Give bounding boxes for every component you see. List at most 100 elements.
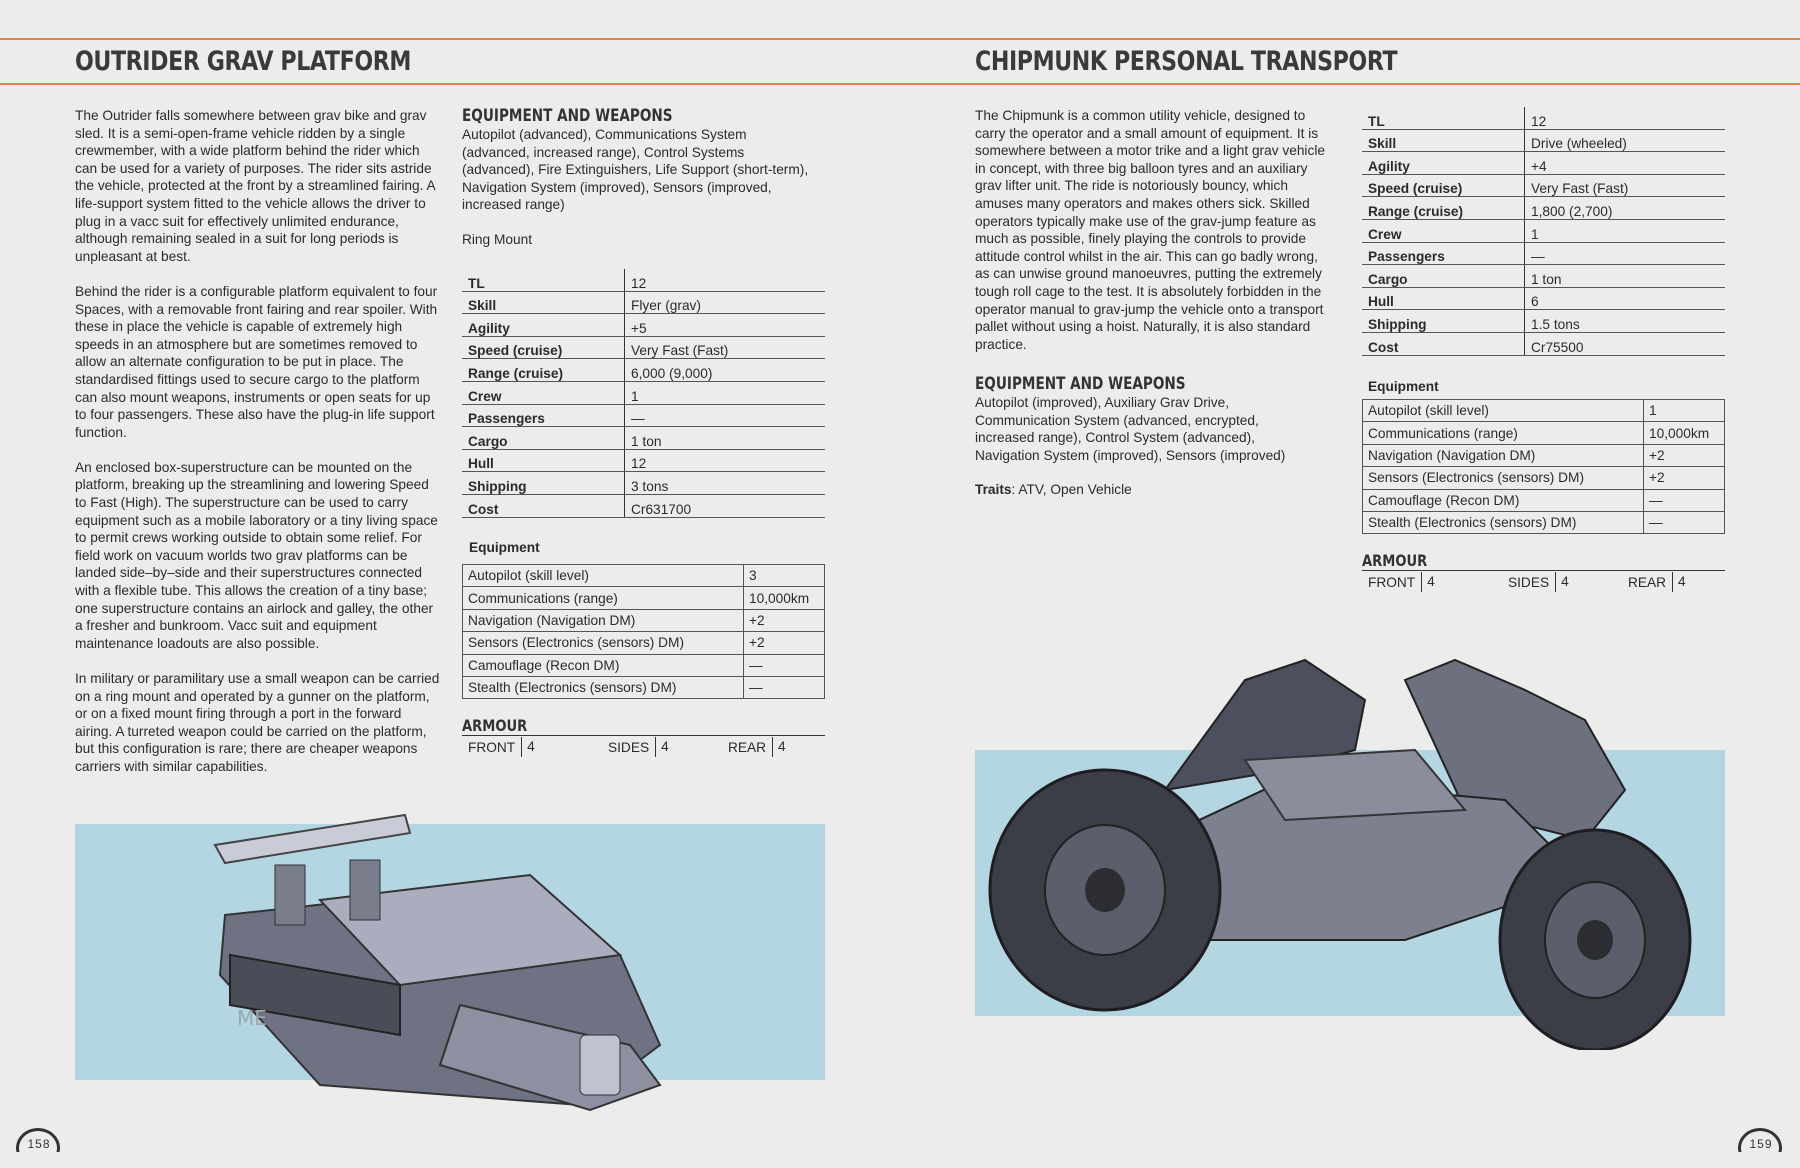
equipment-value: — — [1643, 488, 1725, 512]
stat-key: Speed (cruise) — [1362, 174, 1525, 198]
left-weapons-text: Ring Mount — [462, 231, 532, 247]
right-equipment-heading: EQUIPMENT AND WEAPONS — [975, 374, 1186, 394]
equipment-key: Stealth (Electronics (sensors) DM) — [1362, 510, 1644, 535]
stat-key: Cargo — [462, 426, 625, 450]
stat-row: Agility+5 — [462, 313, 825, 337]
armour-sides-label: SIDES — [608, 739, 650, 755]
left-page-number: 158 — [16, 1128, 62, 1152]
stat-value: 1.5 tons — [1524, 309, 1725, 333]
armour-front-value: 4 — [1421, 572, 1440, 592]
stat-key: Speed (cruise) — [462, 336, 625, 360]
equipment-key: Communications (range) — [462, 586, 744, 610]
stat-value: Drive (wheeled) — [1524, 129, 1725, 153]
equipment-key: Autopilot (skill level) — [462, 563, 744, 588]
stat-row: Range (cruise)1,800 (2,700) — [1362, 196, 1725, 220]
stat-value: Very Fast (Fast) — [624, 336, 825, 360]
stat-key: Skill — [462, 291, 625, 315]
armour-front-value: 4 — [521, 737, 540, 757]
stat-key: Range (cruise) — [462, 358, 625, 382]
equipment-row: Navigation (Navigation DM)+2 — [462, 608, 825, 633]
equipment-row: Communications (range)10,000km — [1362, 421, 1725, 445]
stat-value: 1,800 (2,700) — [1524, 196, 1725, 220]
left-armour-heading: ARMOUR — [462, 716, 528, 735]
stat-key: Cargo — [1362, 264, 1525, 288]
stat-value: — — [624, 404, 825, 428]
left-paragraph: Behind the rider is a configurable platf… — [75, 283, 438, 440]
left-body-text: The Outrider falls somewhere between gra… — [75, 107, 441, 793]
stat-value: 12 — [624, 269, 825, 292]
stat-value: 1 — [1524, 219, 1725, 243]
left-page-title: OUTRIDER GRAV PLATFORM — [75, 46, 412, 77]
stat-row: Agility+4 — [1362, 151, 1725, 175]
equipment-row: Camouflage (Recon DM)— — [462, 653, 825, 677]
right-paragraph: The Chipmunk is a common utility vehicle… — [975, 108, 1325, 352]
armour-rear-label: REAR — [1628, 574, 1667, 590]
equipment-value: +2 — [743, 631, 825, 655]
armour-rear-value: 4 — [1672, 572, 1691, 592]
stat-value: 1 ton — [624, 426, 825, 450]
armour-rear-value: 4 — [772, 737, 791, 757]
equipment-row: Stealth (Electronics (sensors) DM)— — [462, 675, 825, 700]
chipmunk-transport-illustration — [988, 658, 1692, 1050]
traits-value: : ATV, Open Vehicle — [1011, 482, 1132, 498]
right-page-number: 159 — [1738, 1128, 1784, 1152]
left-paragraph: The Outrider falls somewhere between gra… — [75, 108, 435, 264]
stat-key: Passengers — [1362, 242, 1525, 266]
equipment-value: 10,000km — [743, 586, 825, 610]
stat-row: Passengers— — [1362, 242, 1725, 266]
equipment-key: Sensors (Electronics (sensors) DM) — [462, 631, 744, 655]
armour-front-label: FRONT — [1368, 574, 1416, 590]
left-equipment-section: EQUIPMENT AND WEAPONS Autopilot (advance… — [462, 106, 812, 249]
left-paragraph: In military or paramilitary use a small … — [75, 671, 440, 774]
stat-key: Shipping — [462, 471, 625, 495]
equipment-row: Communications (range)10,000km — [462, 586, 825, 610]
right-armour-heading: ARMOUR — [1362, 551, 1428, 570]
stat-value: Flyer (grav) — [624, 291, 825, 315]
stat-value: 12 — [1524, 107, 1725, 130]
stat-key: Shipping — [1362, 309, 1525, 333]
left-equipment-text: Autopilot (advanced), Communications Sys… — [462, 127, 809, 213]
artist-monogram: ME — [237, 1006, 267, 1030]
stat-key: Hull — [462, 449, 625, 473]
equipment-row: Autopilot (skill level)1 — [1362, 398, 1725, 423]
armour-sides-label: SIDES — [1508, 574, 1550, 590]
stat-value: — — [1524, 242, 1725, 266]
right-page-number-text: 159 — [1749, 1137, 1773, 1151]
armour-sides-value: 4 — [655, 737, 674, 757]
stat-value: Cr75500 — [1524, 332, 1725, 356]
equipment-key: Stealth (Electronics (sensors) DM) — [462, 675, 744, 700]
stat-value: 1 ton — [1524, 264, 1725, 288]
left-equipment-label: Equipment — [469, 540, 540, 555]
right-equipment-label: Equipment — [1368, 379, 1439, 394]
equipment-value: — — [743, 653, 825, 677]
equipment-row: Autopilot (skill level)3 — [462, 563, 825, 588]
equipment-value: 1 — [1643, 398, 1725, 423]
stat-value: 3 tons — [624, 471, 825, 495]
equipment-value: — — [1643, 510, 1725, 535]
stat-value: 6,000 (9,000) — [624, 358, 825, 382]
equipment-key: Navigation (Navigation DM) — [1362, 443, 1644, 468]
stat-row: Speed (cruise)Very Fast (Fast) — [462, 336, 825, 360]
equipment-value: — — [743, 675, 825, 700]
stat-key: Range (cruise) — [1362, 196, 1525, 220]
equipment-row: Navigation (Navigation DM)+2 — [1362, 443, 1725, 468]
stat-key: Passengers — [462, 404, 625, 428]
stat-value: +4 — [1524, 151, 1725, 175]
stat-row: Speed (cruise)Very Fast (Fast) — [1362, 174, 1725, 198]
equipment-value: +2 — [1643, 443, 1725, 468]
stat-value: 6 — [1524, 287, 1725, 311]
equipment-key: Camouflage (Recon DM) — [462, 653, 744, 677]
